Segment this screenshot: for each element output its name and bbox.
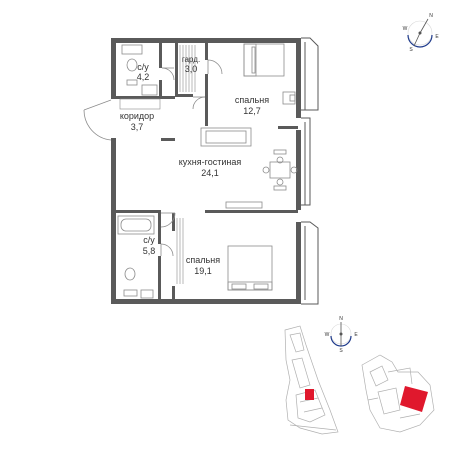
room-name-kitchen-living: кухня-гостиная <box>179 157 242 167</box>
room-area-bedroom-1: 12,7 <box>243 106 261 116</box>
room-area-bath-1: 4,2 <box>137 72 150 82</box>
room-name-bath-2: с/у <box>143 235 155 245</box>
bedroom-1-furniture <box>243 43 296 105</box>
compass-lower-east-label: E <box>354 332 358 338</box>
room-area-bedroom-2: 19,1 <box>194 266 212 276</box>
doors <box>83 59 223 257</box>
site-plan-1 <box>284 325 339 435</box>
compass-lower-north-label: N <box>339 316 343 322</box>
facade-windows <box>301 37 319 305</box>
compass-north-label: N <box>429 13 433 19</box>
site-plan-1-apartment-highlight <box>305 389 314 400</box>
corridor-wardrobe <box>119 98 161 110</box>
compass-needle-icon <box>419 18 429 34</box>
site-plan-2 <box>361 354 435 433</box>
room-name-wardrobe: гард. <box>182 55 200 64</box>
room-name-bath-1: с/у <box>137 62 149 72</box>
bath-1-fixtures <box>121 44 158 96</box>
bedroom-2-wardrobe <box>176 218 184 284</box>
interior-walls <box>111 38 298 304</box>
compass-top-right: N S W E <box>403 13 440 53</box>
room-name-bedroom-2: спальня <box>186 255 220 265</box>
compass-south-label: S <box>409 47 413 53</box>
kitchen-furniture <box>200 127 298 209</box>
room-area-kitchen-living: 24,1 <box>201 168 219 178</box>
room-name-bedroom-1: спальня <box>235 95 269 105</box>
compass-lower-south-label: S <box>339 348 343 354</box>
room-area-corridor: 3,7 <box>131 122 144 132</box>
room-labels: с/у 4,2 гард. 3,0 спальня 12,7 коридор 3… <box>120 55 269 276</box>
compass-lower-west-label: W <box>325 332 330 338</box>
room-name-corridor: коридор <box>120 111 154 121</box>
room-area-bath-2: 5,8 <box>143 246 156 256</box>
room-area-wardrobe: 3,0 <box>185 64 198 74</box>
bath-2-fixtures <box>117 215 155 299</box>
compass-lower: N S W E <box>325 316 359 354</box>
compass-west-label: W <box>403 26 408 32</box>
site-plan-2-apartment-highlight <box>400 386 428 412</box>
wardrobe-shelves <box>179 45 196 92</box>
compass-east-label: E <box>435 34 439 40</box>
bedroom-2-furniture <box>227 245 273 291</box>
